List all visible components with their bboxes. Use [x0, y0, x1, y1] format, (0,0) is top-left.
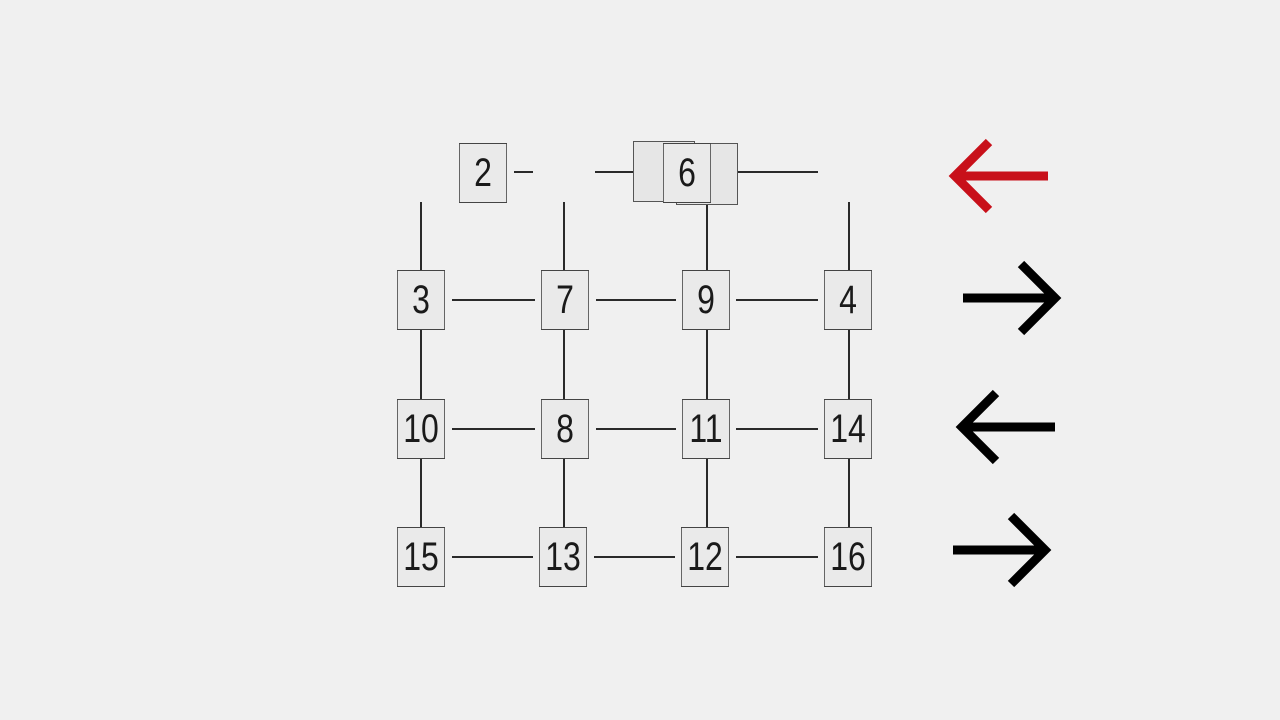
tile-r2c0[interactable]: 10 — [397, 399, 445, 459]
arrow-right-icon — [953, 512, 1052, 588]
tile-number: 4 — [839, 278, 857, 322]
tile-number: 10 — [403, 407, 439, 451]
tile-r1c2[interactable]: 9 — [682, 270, 730, 330]
arrow-left-icon — [948, 138, 1048, 214]
row-3-shift-right-button[interactable] — [945, 510, 1055, 590]
tile-number: 13 — [545, 535, 581, 579]
row-1-shift-right-button[interactable] — [955, 258, 1065, 338]
tile-r1c0[interactable]: 3 — [397, 270, 445, 330]
row-2-shift-left-button[interactable] — [952, 387, 1062, 467]
tile-number: 7 — [556, 278, 574, 322]
tile-r2c1[interactable]: 8 — [541, 399, 589, 459]
tile-number: 14 — [830, 407, 866, 451]
tile-number: 8 — [556, 407, 574, 451]
tile-r3c0[interactable]: 15 — [397, 527, 445, 587]
tile-number: 2 — [474, 151, 492, 195]
tile-number: 3 — [412, 278, 430, 322]
tile-r2c2[interactable]: 11 — [682, 399, 730, 459]
tile-r1c1[interactable]: 7 — [541, 270, 589, 330]
tile-number: 9 — [697, 278, 715, 322]
tile-number: 16 — [830, 535, 866, 579]
arrow-right-icon — [963, 260, 1062, 336]
tile-r0c2[interactable]: 6 — [663, 143, 711, 203]
tile-r0c0[interactable]: 2 — [459, 143, 507, 203]
tile-r3c2[interactable]: 12 — [681, 527, 729, 587]
tile-number: 11 — [689, 407, 723, 451]
tile-number: 15 — [403, 535, 439, 579]
tile-number: 12 — [687, 535, 723, 579]
tile-r1c3[interactable]: 4 — [824, 270, 872, 330]
tile-r3c3[interactable]: 16 — [824, 527, 872, 587]
tile-number: 6 — [678, 151, 696, 195]
tile-r2c3[interactable]: 14 — [824, 399, 872, 459]
row-0-shift-left-button[interactable] — [945, 136, 1055, 216]
tile-r3c1[interactable]: 13 — [539, 527, 587, 587]
arrow-left-icon — [955, 389, 1055, 465]
